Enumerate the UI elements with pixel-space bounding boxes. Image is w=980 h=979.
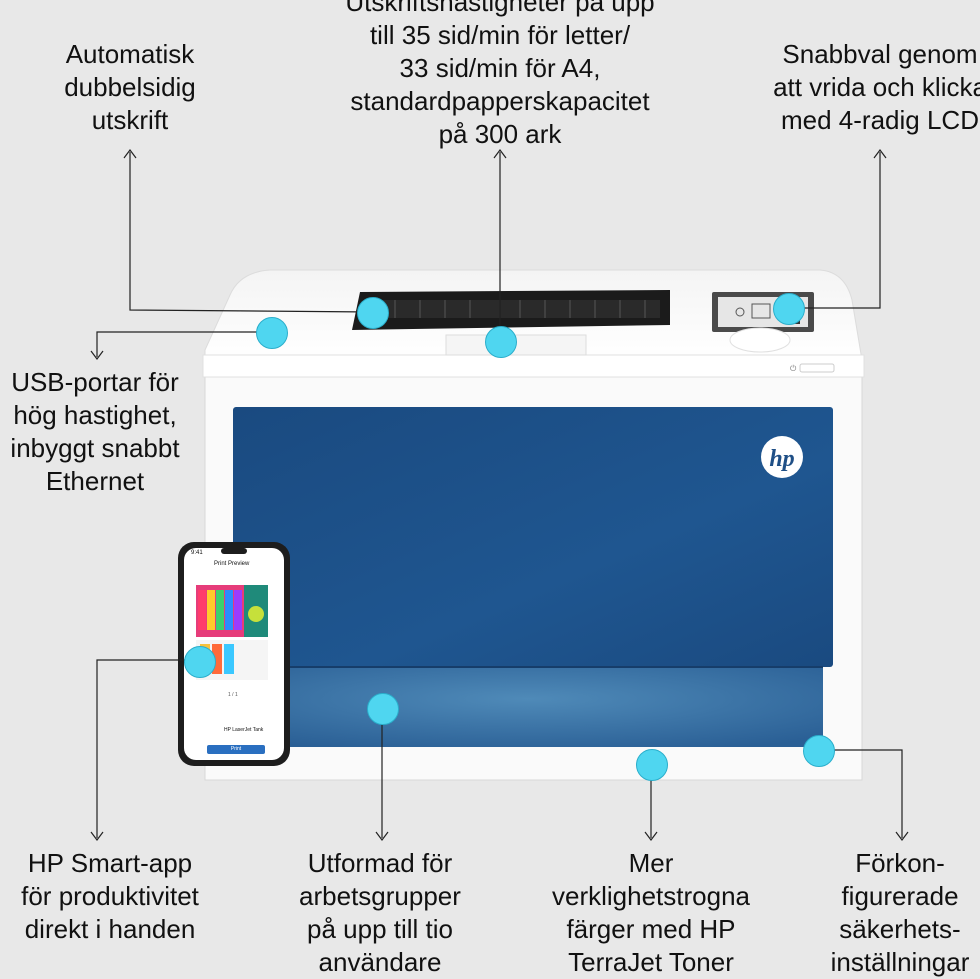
- hotspot-speed[interactable]: [485, 326, 517, 358]
- callout-colors: Mer verklighetstrogna färger med HP Terr…: [552, 848, 750, 977]
- hotspot-security[interactable]: [803, 735, 835, 767]
- hotspot-quick-select[interactable]: [773, 293, 805, 325]
- phone-pages: 1 / 1: [228, 692, 238, 698]
- callout-hp-smart: HP Smart-app för produktivitet direkt i …: [21, 848, 199, 944]
- callout-usb: USB-portar för hög hastighet, inbyggt sn…: [10, 367, 180, 496]
- hotspot-usb[interactable]: [256, 317, 288, 349]
- callout-speed: Utskriftshastigheter på upp till 35 sid/…: [345, 0, 655, 149]
- callout-security: Förkon- figurerade säkerhets- inställnin…: [830, 848, 970, 977]
- printer-top: [204, 269, 863, 361]
- control-dial: [729, 327, 791, 353]
- callout-workgroup: Utformad för arbetsgrupper på upp till t…: [299, 848, 461, 977]
- hotspot-duplex[interactable]: [357, 297, 389, 329]
- output-slot: [352, 290, 670, 330]
- svg-text:⏻: ⏻: [790, 364, 797, 373]
- hotspot-hp-smart[interactable]: [184, 646, 216, 678]
- front-panel: [233, 407, 833, 667]
- svg-text:hp: hp: [769, 446, 794, 472]
- callout-quick-select: Snabbval genom att vrida och klicka med …: [773, 39, 980, 135]
- paper-tray: [233, 667, 823, 747]
- power-button: [799, 363, 835, 373]
- phone-title: Print Preview: [214, 561, 250, 567]
- hotspot-workgroup[interactable]: [367, 693, 399, 725]
- phone-printer-name: HP LaserJet Tank: [224, 727, 264, 733]
- hotspot-colors[interactable]: [636, 749, 668, 781]
- printer-body: [204, 359, 863, 781]
- hp-logo-icon: hp: [761, 436, 803, 478]
- callout-duplex: Automatisk dubbelsidig utskrift: [64, 39, 196, 135]
- phone-print-button[interactable]: Print: [230, 746, 242, 752]
- phone-time: 9:41: [191, 550, 203, 556]
